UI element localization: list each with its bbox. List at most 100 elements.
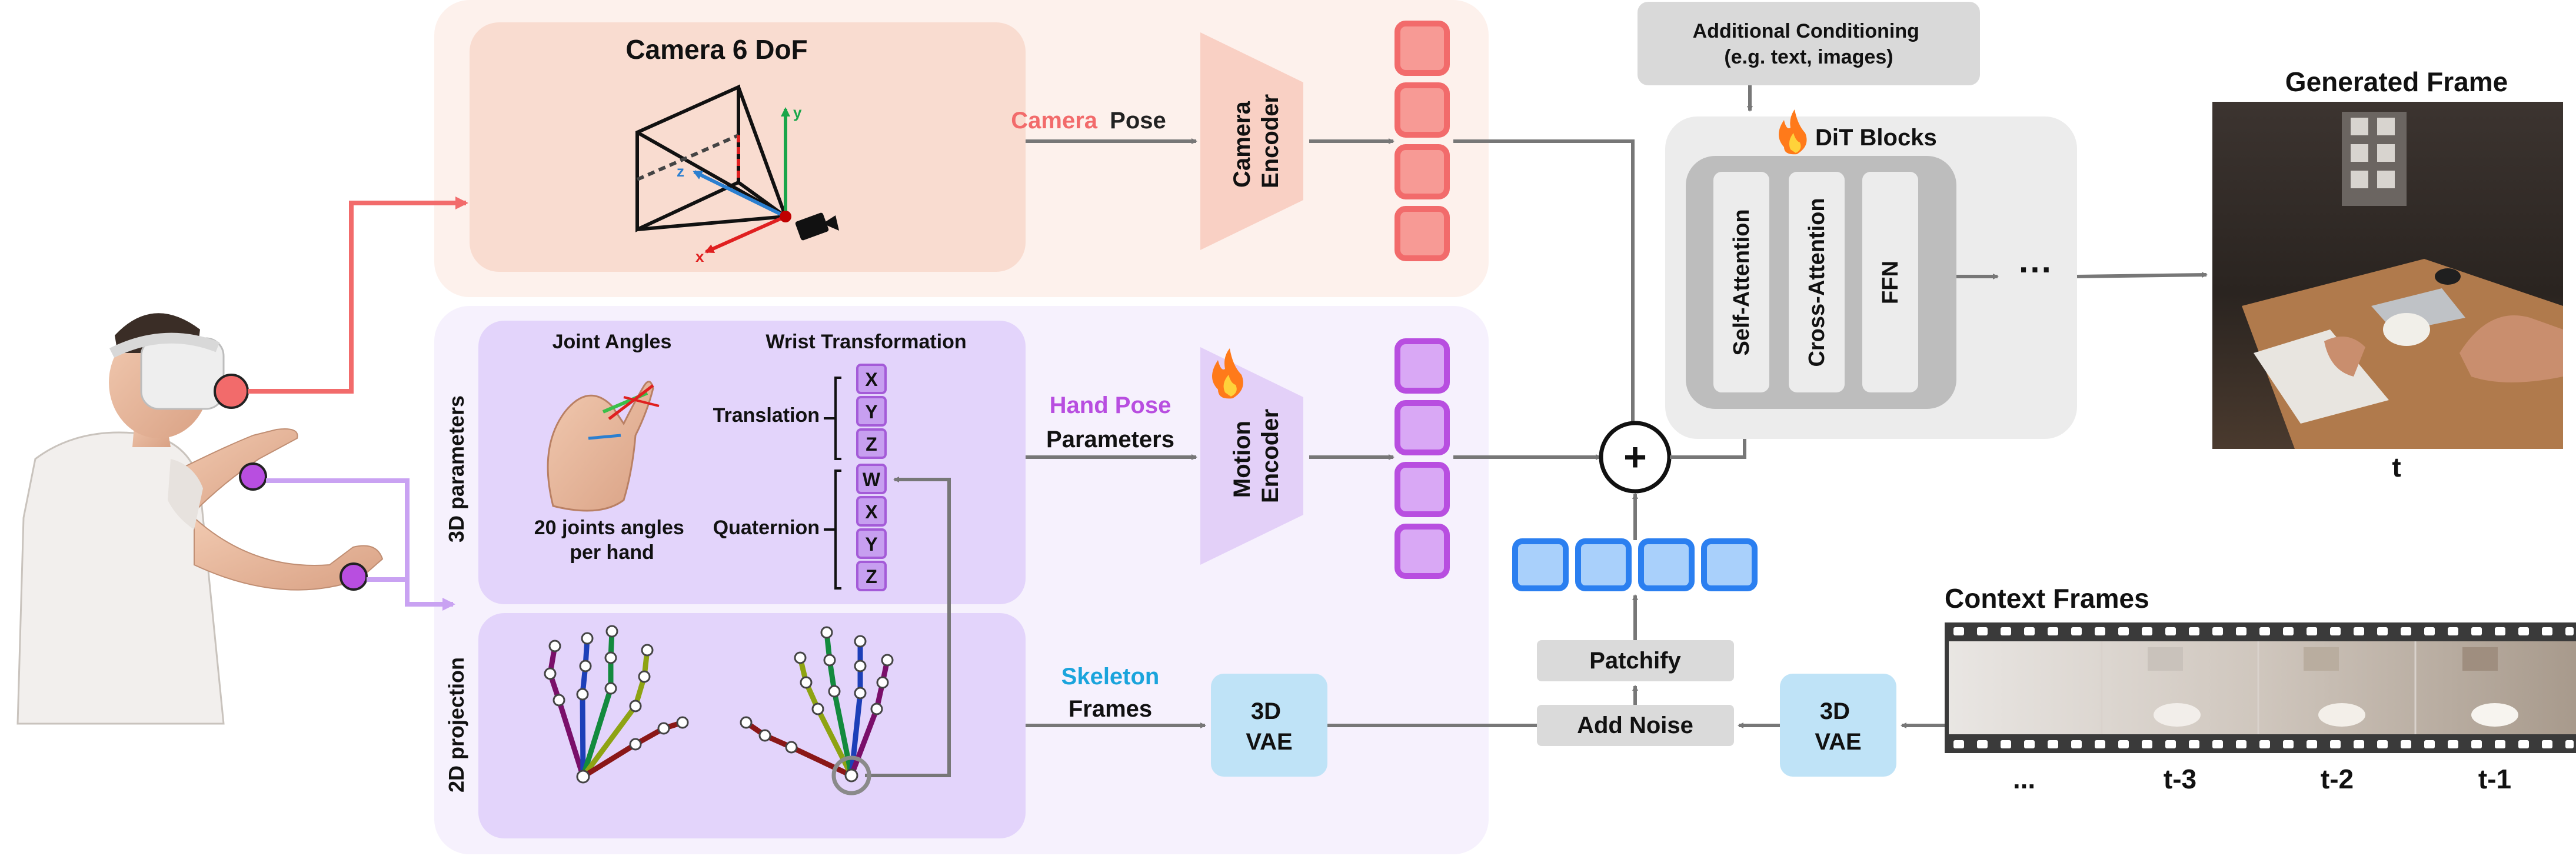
translation-component-column: X Y Z <box>856 364 887 459</box>
context-time-label: t-1 <box>2478 764 2511 794</box>
translation-component: X <box>865 369 878 390</box>
hand-token-column <box>1394 338 1450 579</box>
quaternion-bracket <box>824 470 841 590</box>
motion-encoder-line-1: Motion <box>1229 421 1255 498</box>
ffn-block <box>1862 172 1918 392</box>
joints-caption-line-1: 20 joints angles <box>534 517 684 539</box>
dit-title: DiT Blocks <box>1815 125 1937 151</box>
motion-encoder-label: Motion Encoder <box>1229 409 1283 503</box>
camera-token <box>1394 21 1450 76</box>
person-illustration <box>0 313 384 725</box>
dit-fire-icon <box>1779 109 1807 155</box>
camera-word: Camera <box>1011 108 1098 134</box>
hand-tracker-dot-2 <box>340 562 368 591</box>
joints-caption-line-2: per hand <box>570 541 654 564</box>
add-noise-label: Add Noise <box>1577 712 1693 738</box>
conditioning-line-2: (e.g. text, images) <box>1724 46 1893 68</box>
vae-left-box <box>1211 674 1327 777</box>
noise-token <box>1512 538 1569 591</box>
camera-token-column <box>1394 21 1450 261</box>
skeleton-right-joints <box>740 626 894 783</box>
translation-label: Translation <box>713 404 820 427</box>
camera-encoder-line-1: Camera <box>1229 101 1255 188</box>
camera-panel-title: Camera 6 DoF <box>625 34 807 65</box>
vae-right-line-1: 3D <box>1820 698 1850 724</box>
quaternion-component: X <box>865 501 878 522</box>
context-time-label: t-2 <box>2321 764 2354 794</box>
film-strip <box>1945 622 2576 753</box>
camera-encoder-shape <box>1200 32 1303 250</box>
wrist-feedback-arrow <box>865 477 951 777</box>
hand-token <box>1394 524 1450 579</box>
camera-token <box>1394 82 1450 138</box>
dit-ellipsis: ··· <box>2019 251 2053 289</box>
hand-pose-label-line-1: Hand Pose <box>1050 392 1171 418</box>
vae-left-line-2: VAE <box>1246 729 1292 755</box>
hand-token <box>1394 462 1450 517</box>
axis-y-label: y <box>793 104 802 121</box>
camera-token <box>1394 144 1450 199</box>
noise-token <box>1638 538 1695 591</box>
self-attention-label: Self-Attention <box>1729 209 1754 355</box>
skeleton-left-illustration <box>547 628 685 780</box>
projection-side-label: 2D projection <box>444 657 468 793</box>
camera-token <box>1394 206 1450 261</box>
ffn-label: FFN <box>1878 261 1903 304</box>
generated-frame-image <box>2212 102 2563 449</box>
fire-icon <box>1212 348 1243 399</box>
params-panel <box>478 321 1026 604</box>
skeleton-label-line-1: Skeleton <box>1061 664 1160 690</box>
headset-tracker-dot <box>214 374 249 409</box>
quaternion-component: Z <box>866 566 877 587</box>
generated-frame-time-label: t <box>2392 452 2401 482</box>
add-noise-box <box>1537 705 1734 746</box>
hand-pose-label-line-2: Parameters <box>1046 427 1174 452</box>
camera-icon <box>780 211 839 241</box>
context-time-label: t-3 <box>2164 764 2196 794</box>
joints-caption: 20 joints angles per hand <box>534 517 690 564</box>
quaternion-label: Quaternion <box>713 517 820 539</box>
cross-attention-label: Cross-Attention <box>1805 198 1829 367</box>
hand-pinch-illustration <box>547 381 660 512</box>
pose-word: Pose <box>1110 108 1166 134</box>
noise-token <box>1701 538 1758 591</box>
dit-to-frame-arrow <box>2076 272 2208 278</box>
context-frames-title: Context Frames <box>1945 583 2149 614</box>
self-attention-block <box>1713 172 1769 392</box>
axis-z-label: z <box>677 162 684 180</box>
hand-tracker-dot-1 <box>239 462 267 491</box>
quaternion-component-column: W X Y Z <box>856 464 887 591</box>
motion-encoder-line-2: Encoder <box>1257 409 1283 503</box>
vae-right-box <box>1780 674 1896 777</box>
skeleton-right-illustration <box>743 630 890 778</box>
vae-right-line-2: VAE <box>1815 729 1861 755</box>
noise-token <box>1575 538 1632 591</box>
wrist-transformation-label: Wrist Transformation <box>766 331 966 353</box>
axis-x-label: x <box>695 248 704 265</box>
patchify-label: Patchify <box>1589 648 1681 674</box>
camera-axes: y z x <box>677 104 802 265</box>
translation-component: Y <box>865 401 877 422</box>
camera-inner-panel <box>470 22 1026 272</box>
generated-frame-title: Generated Frame <box>2285 66 2508 97</box>
hand-token <box>1394 338 1450 394</box>
vae-left-line-1: 3D <box>1251 698 1281 724</box>
wrist-highlight-ring <box>831 755 871 795</box>
quaternion-component: Y <box>865 534 877 555</box>
hand-to-params-arrow <box>266 478 455 611</box>
vae-right-label: 3D VAE <box>1815 698 1861 755</box>
translation-component: Z <box>866 434 877 455</box>
camera-token-to-plus-line <box>1453 139 1635 427</box>
cross-attention-block <box>1789 172 1845 392</box>
vae-left-label: 3D VAE <box>1246 698 1292 755</box>
translation-bracket <box>824 377 841 460</box>
headset-to-camera-arrow <box>248 197 468 394</box>
camera-encoder-line-2: Encoder <box>1257 94 1283 188</box>
motion-encoder-shape <box>1200 347 1303 565</box>
conditioning-box <box>1638 2 1980 85</box>
camera-pose-label: Camera Pose <box>1011 108 1166 134</box>
skeleton-label-line-2: Frames <box>1069 696 1152 722</box>
skeleton-left-joints <box>544 625 689 784</box>
